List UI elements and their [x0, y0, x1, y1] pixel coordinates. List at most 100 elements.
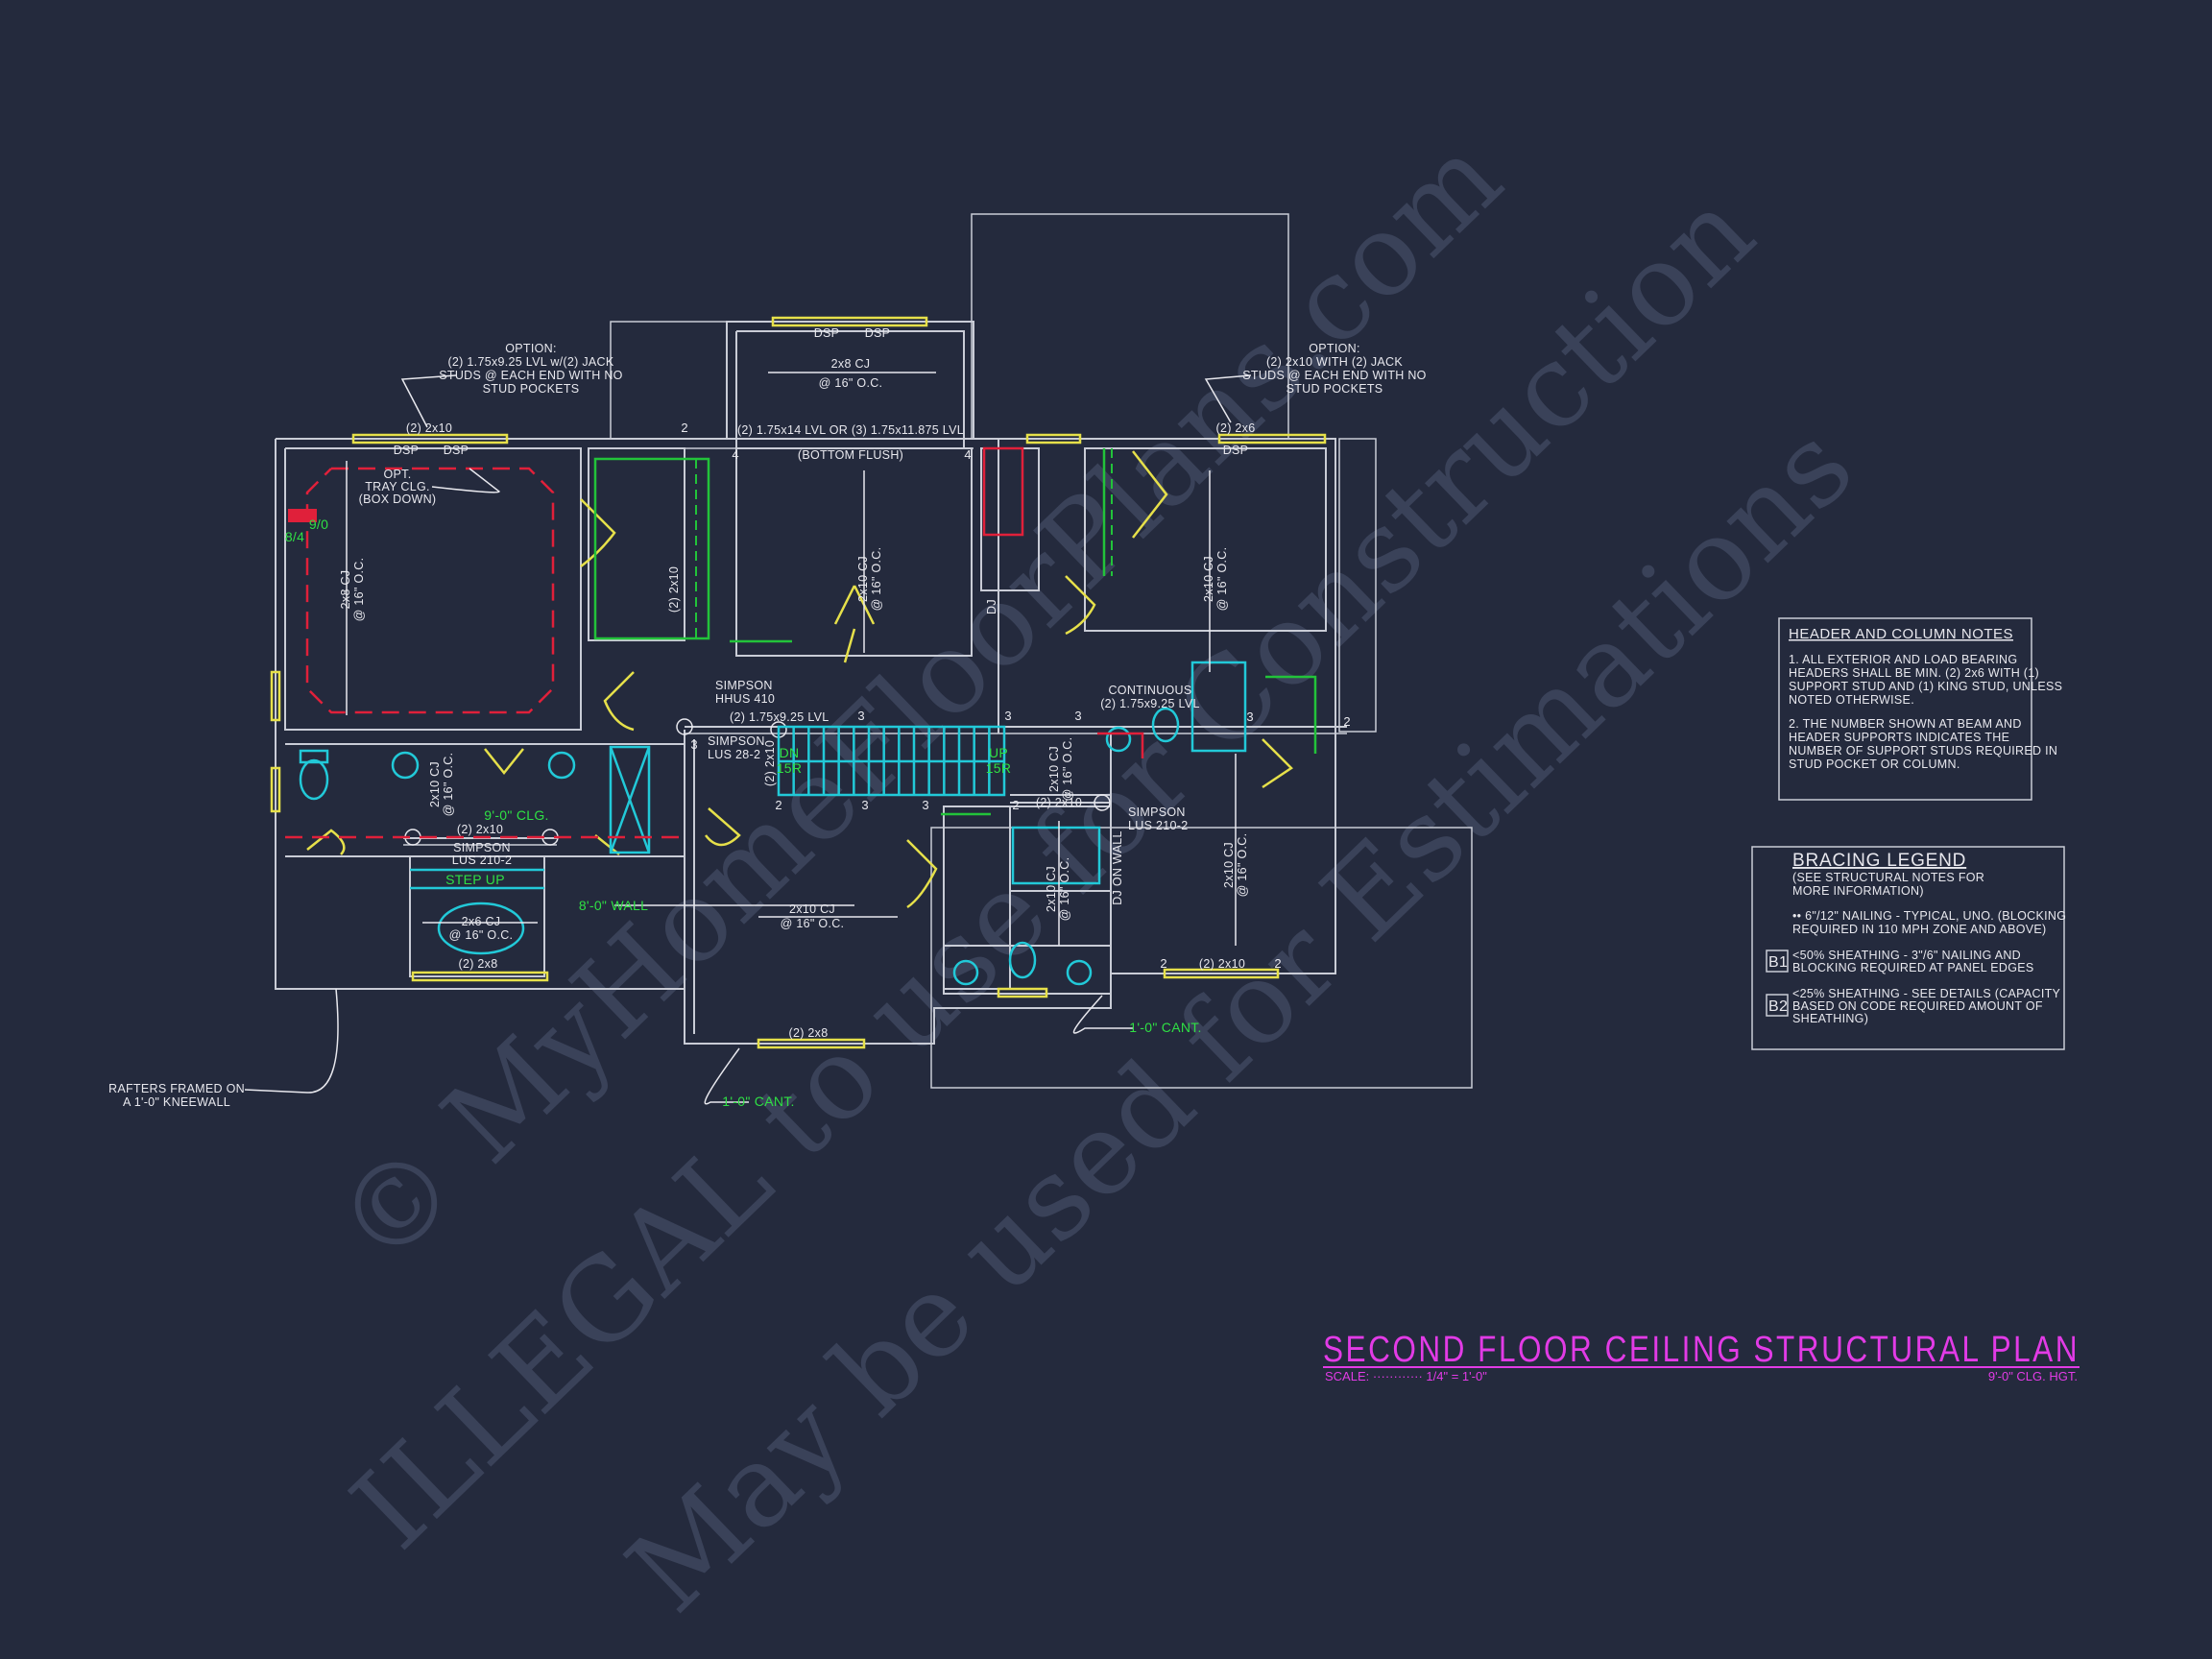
joist-label: 2x10 CJ — [856, 556, 870, 602]
hanger-label: SIMPSON — [1128, 805, 1186, 819]
sink-icon — [391, 751, 420, 780]
toilet-icon — [299, 758, 329, 801]
header-label: (2) 2x8 — [458, 957, 497, 971]
joist-spacing: @ 16" O.C. — [819, 376, 883, 390]
note-line: NUMBER OF SUPPORT STUDS REQUIRED IN — [1789, 744, 2057, 757]
stud-count: 4 — [964, 447, 971, 462]
doors — [306, 450, 1293, 909]
beam-note: (BOTTOM FLUSH) — [798, 448, 903, 462]
legend-item: <25% SHEATHING - SEE DETAILS (CAPACITY — [1792, 987, 2061, 1000]
stud-count: 3 — [861, 798, 868, 812]
stud-count: 3 — [922, 798, 928, 812]
cantilever-note: 1'-0" CANT. — [1129, 1020, 1202, 1035]
legend-typical: REQUIRED IN 110 MPH ZONE AND ABOVE) — [1792, 923, 2047, 936]
hanger-label: SIMPSON — [715, 679, 773, 692]
header-label: (2) 2x8 — [788, 1026, 828, 1040]
joist-label: 2x10 CJ — [1222, 842, 1236, 888]
option-note-right: STUDS @ EACH END WITH NO — [1242, 369, 1426, 382]
joist-spacing: @ 16" O.C. — [352, 558, 366, 622]
headers — [270, 316, 1327, 1049]
joist-label: 2x8 CJ — [339, 570, 352, 610]
joist-spacing: @ 16" O.C. — [442, 753, 455, 817]
hanger-label: HHUS 410 — [715, 692, 775, 706]
hanger-label: LUS 210-2 — [452, 854, 512, 867]
toilet-icon — [1151, 707, 1180, 743]
joist-spacing: @ 16" O.C. — [1236, 833, 1249, 898]
legend-typical: •• 6"/12" NAILING - TYPICAL, UNO. (BLOCK… — [1792, 909, 2066, 923]
title-block: SECOND FLOOR CEILING STRUCTURAL PLAN SCA… — [1323, 1330, 2080, 1383]
joist-label: 2x10 CJ — [1047, 746, 1061, 792]
option-note-left: OPTION: — [505, 342, 557, 355]
legend-tag-b2: B2 — [1768, 998, 1788, 1015]
note-line: NOTED OTHERWISE. — [1789, 693, 1914, 707]
bathtub-icon — [1011, 826, 1101, 885]
beam-note: CONTINUOUS — [1108, 684, 1191, 697]
stud-count: 3 — [690, 737, 697, 752]
dsp-label: DSP — [1223, 444, 1249, 457]
stud-count: 2 — [1343, 714, 1350, 729]
stud-count: 2 — [1012, 798, 1019, 812]
joist-label: 2x10 CJ — [428, 761, 442, 807]
dsp-label: DSP — [394, 444, 420, 457]
dsp-label: DSP — [814, 326, 840, 340]
dj-label: DJ ON WALL — [1111, 830, 1124, 905]
shelving-and-tray — [285, 446, 1317, 839]
legend-item: SHEATHING) — [1792, 1012, 1868, 1025]
leader-lines — [244, 372, 1252, 1105]
bathtub-icon — [1190, 661, 1247, 753]
watermark: © MyHomeFloorPlans.com ILLEGAL to use fo… — [310, 111, 1877, 1638]
header-label: (2) 2x10 — [457, 823, 503, 836]
window-label: 9/0 — [309, 517, 328, 532]
stairs — [777, 725, 1006, 797]
joist-label: 2x6 CJ — [462, 915, 501, 928]
bracing-legend: BRACING LEGEND (SEE STRUCTURAL NOTES FOR… — [1751, 846, 2066, 1050]
legend-tag-b1: B1 — [1768, 954, 1788, 971]
step-up-note: STEP UP — [445, 872, 505, 887]
legend-title: BRACING LEGEND — [1792, 851, 1966, 871]
header-label: (2) 2x10 — [667, 566, 681, 613]
option-note-right: (2) 2x10 WITH (2) JACK — [1266, 355, 1403, 369]
beam-label: (2) 1.75x14 LVL OR (3) 1.75x11.875 LVL — [737, 423, 964, 437]
toilet-icon — [1008, 941, 1037, 979]
header-label: (2) 2x6 — [1215, 421, 1255, 435]
stair-risers: 15R — [777, 760, 803, 776]
stud-count: 2 — [1160, 956, 1166, 971]
joist-spacing: @ 16" O.C. — [781, 917, 845, 930]
legend-item: BLOCKING REQUIRED AT PANEL EDGES — [1792, 961, 2034, 974]
watermark-line-1: © MyHomeFloorPlans.com — [310, 111, 1526, 1292]
rafters-note: A 1'-0" KNEEWALL — [123, 1095, 230, 1109]
dsp-label: DSP — [444, 444, 469, 457]
tray-oval — [437, 902, 525, 955]
plan-labels: OPTION: (2) 1.75x9.25 LVL w/(2) JACK STU… — [108, 326, 1426, 1109]
hanger-label: LUS 28-2 — [708, 748, 760, 761]
note-line: STUD POCKET OR COLUMN. — [1789, 757, 1960, 771]
joist-spacing: @ 16" O.C. — [449, 928, 514, 942]
joist-label: 2x10 CJ — [789, 902, 835, 916]
notes-title: HEADER AND COLUMN NOTES — [1789, 626, 2013, 642]
header-and-column-notes: HEADER AND COLUMN NOTES 1. ALL EXTERIOR … — [1778, 617, 2062, 801]
sink-icon — [1105, 726, 1132, 753]
option-note-left: STUDS @ EACH END WITH NO — [439, 369, 622, 382]
stud-count: 2 — [681, 421, 687, 435]
note-line: SUPPORT STUD AND (1) KING STUD, UNLESS — [1789, 680, 2062, 693]
legend-item: BASED ON CODE REQUIRED AMOUNT OF — [1792, 999, 2043, 1013]
option-note-left: (2) 1.75x9.25 LVL w/(2) JACK — [447, 355, 613, 369]
plumbing-fixtures — [299, 661, 1247, 986]
note-line: 2. THE NUMBER SHOWN AT BEAM AND — [1789, 717, 2022, 731]
wall-height-note: 8'-0" WALL — [579, 898, 648, 913]
stair-dn-label: DN — [780, 745, 800, 760]
header-label: (2) 2x10 — [1199, 957, 1245, 971]
stair-up-label: UP — [989, 745, 1008, 760]
tray-note: OPT. — [384, 468, 412, 481]
option-note-right: OPTION: — [1309, 342, 1360, 355]
stud-count: 4 — [732, 447, 738, 462]
dsp-label: DSP — [865, 326, 891, 340]
legend-subtitle: MORE INFORMATION) — [1792, 884, 1924, 898]
hanger-label: LUS 210-2 — [1128, 819, 1188, 832]
hanger-hhus-410 — [676, 718, 693, 735]
ceiling-height-note: 9'-0" CLG. — [484, 807, 548, 823]
note-line: 1. ALL EXTERIOR AND LOAD BEARING — [1789, 653, 2017, 666]
option-note-left: STUD POCKETS — [483, 382, 580, 396]
ceiling-height-label: 9'-0" CLG. HGT. — [1988, 1369, 2078, 1383]
sink-icon — [547, 751, 576, 780]
